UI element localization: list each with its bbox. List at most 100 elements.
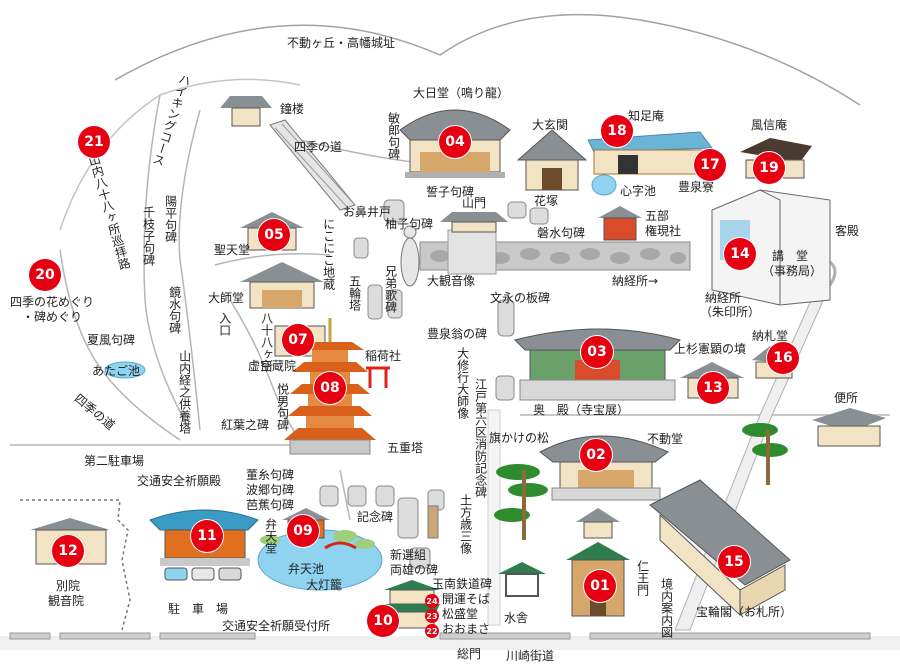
marker-15[interactable]: 15 (718, 546, 750, 578)
label-hanazuka: 花塚 (534, 194, 559, 208)
label-daishido: 大師堂 (208, 291, 245, 305)
label-hakyo: 波郷句碑 (246, 483, 295, 497)
label-kafu: 夏風句碑 (87, 333, 136, 347)
label-tamanan: 玉南鉄道碑 (432, 577, 493, 591)
label-uesugi: 上杉憲顕の墳 (674, 342, 747, 356)
label-kinenhi: 記念碑 (357, 510, 394, 524)
label-shiki-path: 四季の道 (294, 140, 343, 154)
marker-17[interactable]: 17 (694, 149, 726, 181)
label-hosen-ohi: 豊泉翁の碑 (427, 327, 488, 341)
label-top-hill: 不動ヶ丘・高幡城址 (287, 36, 396, 50)
label-hachijuhachi: 八十八ヶ所 (259, 312, 274, 372)
label-shinsengumi1: 新選組 (390, 548, 427, 562)
marker-22[interactable]: 22 (425, 624, 439, 638)
label-iriguchi: 入口 (217, 312, 232, 336)
label-koutsu2: 交通安全祈願受付所 (222, 619, 331, 633)
marker-07[interactable]: 07 (282, 324, 314, 356)
label-kyosui: 鏡水句碑 (167, 286, 182, 334)
label-daigenkan: 大玄関 (532, 118, 569, 132)
marker-11[interactable]: 11 (191, 520, 223, 552)
marker-14[interactable]: 14 (724, 238, 756, 270)
marker-04[interactable]: 04 (439, 126, 471, 158)
marker-23[interactable]: 23 (425, 609, 439, 623)
label-sannai-kyo: 山内経之供養塔 (177, 350, 192, 434)
label-fushinan: 風信庵 (751, 118, 788, 132)
label-mizuya: 水舎 (504, 611, 529, 625)
label-chushajo: 駐 車 場 (168, 602, 229, 616)
label-inari: 稲荷社 (365, 349, 402, 363)
marker-02[interactable]: 02 (580, 439, 612, 471)
daikannon-statue (400, 225, 420, 287)
label-bansui: 磐水句碑 (537, 226, 586, 240)
label-atago: あたご池 (92, 364, 141, 378)
label-nokyosho2a: 納経所 (705, 291, 742, 305)
dainichido-building (399, 109, 511, 178)
label-bunei: 文永の板碑 (490, 291, 551, 305)
label-hijikata: 土方歳三像 (458, 494, 473, 554)
marker-05[interactable]: 05 (258, 219, 290, 251)
label-kyakuden: 客殿 (835, 224, 860, 238)
label-kokuzo: 虚空蔵院 (248, 359, 297, 373)
label-toshio: 敏郎句碑 (386, 112, 401, 160)
marker-12[interactable]: 12 (52, 535, 84, 567)
marker-21[interactable]: 21 (78, 126, 110, 158)
label-dainichido: 大日堂（鳴り龍） (413, 86, 510, 100)
pine-tree (494, 464, 548, 540)
pine-tree-east (742, 423, 788, 485)
label-keidai: 境内案内図 (659, 578, 674, 638)
label-yohei: 陽平句碑 (163, 195, 178, 243)
chisokuan-building (587, 131, 713, 175)
okuden-building (514, 328, 681, 401)
label-kawasaki: 川崎街道 (506, 649, 555, 663)
label-sanmon: 山門 (462, 196, 487, 210)
label-fudodo: 不動堂 (647, 432, 684, 446)
label-shiki-meguri2: ・碑めぐり (22, 310, 83, 324)
label-shinji-pond: 心字池 (620, 184, 657, 198)
daishido-building (240, 262, 324, 309)
label-horinkaku: 宝輪閣（お札所） (696, 605, 793, 619)
label-nofudado: 納札堂 (752, 329, 789, 343)
label-hoseki: 誓子句碑 (426, 185, 475, 199)
marker-08[interactable]: 08 (314, 372, 346, 404)
bell-tower-building (220, 96, 272, 127)
label-bentendo: 弁天堂 (263, 518, 278, 554)
label-koutsu1: 交通安全祈願殿 (137, 474, 222, 488)
label-nokyosho2b: （朱印所） (700, 305, 761, 319)
label-toshio2: 悦男句碑 (275, 383, 290, 431)
label-bell-tower: 鐘楼 (280, 102, 305, 116)
marker-24[interactable]: 24 (425, 594, 439, 608)
horinkaku-building (649, 479, 791, 617)
boundary-fence (9, 632, 871, 640)
bushes (260, 530, 375, 549)
label-kyodai: 兄弟歌碑 (383, 265, 398, 313)
label-matsumori: 松盛堂 (442, 607, 479, 621)
label-benten-pond: 弁天池 (288, 562, 325, 576)
label-somon: 総門 (457, 647, 482, 661)
label-yuzuko: 柚子句碑 (385, 217, 434, 231)
marker-19[interactable]: 19 (753, 152, 785, 184)
marker-09[interactable]: 09 (287, 515, 319, 547)
label-binjo: 便所 (834, 391, 859, 405)
stone-stairs (269, 119, 356, 211)
label-ohana-well: お鼻井戸 (343, 205, 392, 219)
marker-03[interactable]: 03 (581, 336, 613, 368)
inari-torii (366, 366, 390, 388)
hill-outline (114, 13, 861, 106)
label-chieko: 千枝子句碑 (141, 206, 156, 266)
shinji-pond (591, 174, 617, 196)
label-shoten: 聖天堂 (214, 243, 251, 257)
marker-01[interactable]: 01 (584, 570, 616, 602)
sanmon-gate (440, 212, 508, 233)
daigenkan-building (516, 129, 588, 191)
marker-18[interactable]: 18 (601, 115, 633, 147)
label-gobu: 五部 (645, 209, 670, 223)
label-omasa: おおまさ (442, 622, 491, 636)
marker-13[interactable]: 13 (697, 372, 729, 404)
label-niomon: 仁王門 (635, 560, 650, 596)
marker-16[interactable]: 16 (767, 342, 799, 374)
label-gongensha: 権現社 (645, 224, 682, 238)
marker-20[interactable]: 20 (29, 259, 61, 291)
label-nokyosho: 納経所→ (612, 274, 659, 288)
marker-10[interactable]: 10 (367, 605, 399, 637)
